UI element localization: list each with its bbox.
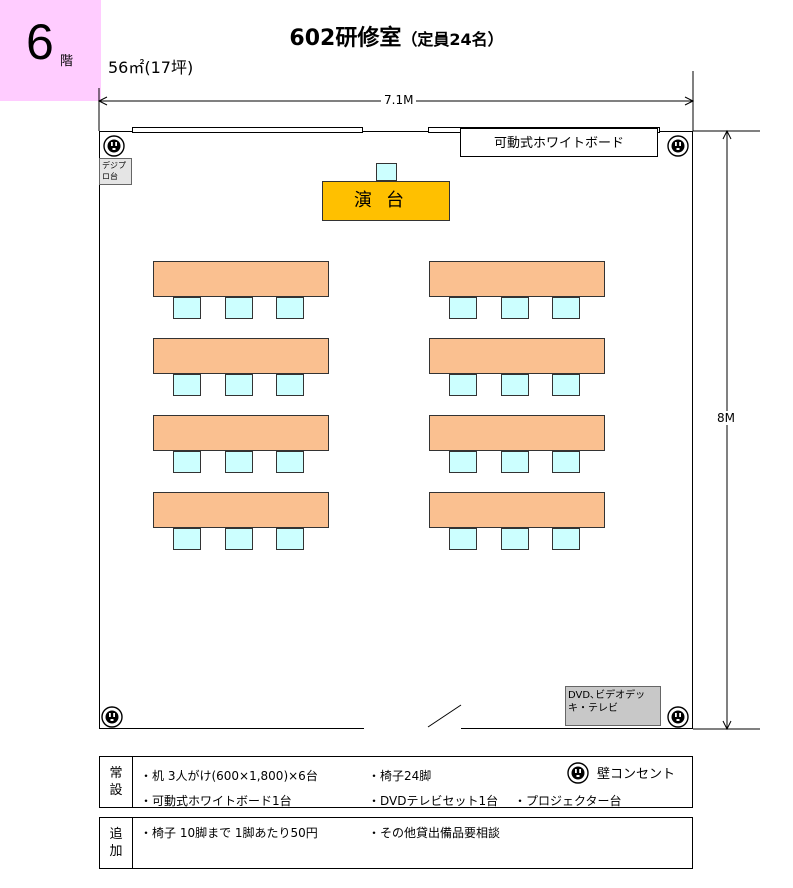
desk	[153, 415, 329, 451]
standard-item: ・プロジェクター台	[514, 794, 622, 808]
desk	[153, 261, 329, 297]
desk	[429, 261, 605, 297]
chair	[276, 297, 304, 319]
chair	[552, 451, 580, 473]
chair	[449, 297, 477, 319]
podium: 演台	[322, 181, 450, 221]
desk	[429, 338, 605, 374]
room-outline	[99, 131, 693, 729]
digital-projector-stand: デジプロ台	[99, 158, 132, 185]
outlet-legend-label: 壁コンセント	[597, 767, 676, 782]
standard-equipment-table: 常設 ・机 3人がけ(600×1,800)×6台 ・椅子24脚 ・可動式ホワイト…	[99, 756, 693, 808]
room-area: 56㎡(17坪)	[108, 58, 194, 77]
standard-item: ・DVDテレビセット1台	[368, 794, 499, 808]
whiteboard: 可動式ホワイトボード	[460, 128, 658, 157]
chair	[449, 528, 477, 550]
wall-outlet-icon	[103, 135, 125, 157]
desk	[153, 492, 329, 528]
chair	[501, 451, 529, 473]
width-label: 7.1M	[381, 93, 417, 107]
standard-item: ・机 3人がけ(600×1,800)×6台	[140, 769, 318, 783]
room-capacity: （定員24名）	[401, 30, 504, 49]
chair	[173, 374, 201, 396]
chair	[449, 374, 477, 396]
chair	[276, 374, 304, 396]
room-name: 602研修室	[289, 26, 402, 51]
additional-equipment-table: 追加 ・椅子 10脚まで 1脚あたり50円 ・その他貸出備品要相談	[99, 817, 693, 869]
chair	[501, 374, 529, 396]
floor-badge: 6 階	[0, 0, 101, 101]
desk	[429, 492, 605, 528]
wall-outlet-icon	[667, 135, 689, 157]
chair	[173, 297, 201, 319]
additional-header: 追加	[100, 818, 133, 868]
page-title: 602研修室（定員24名）	[0, 20, 793, 52]
height-label: 8M	[714, 411, 738, 425]
standard-header-text: 常設	[109, 766, 123, 798]
podium-chair	[376, 163, 397, 181]
chair	[225, 374, 253, 396]
desk	[429, 415, 605, 451]
additional-item: ・椅子 10脚まで 1脚あたり50円	[140, 826, 318, 840]
desk	[153, 338, 329, 374]
wall-outlet-icon	[667, 706, 689, 728]
chair	[173, 528, 201, 550]
chair	[276, 528, 304, 550]
chair	[552, 374, 580, 396]
chair	[552, 297, 580, 319]
chair	[552, 528, 580, 550]
additional-header-text: 追加	[109, 827, 123, 859]
standard-header: 常設	[100, 757, 133, 807]
additional-item: ・その他貸出備品要相談	[368, 826, 501, 840]
chair	[276, 451, 304, 473]
bottom-wall-left	[99, 728, 364, 729]
standard-item: ・可動式ホワイトボード1台	[140, 794, 292, 808]
wall-outlet-icon	[567, 762, 589, 784]
standard-item: ・椅子24脚	[368, 769, 432, 783]
chair	[501, 297, 529, 319]
floor-number: 6	[26, 14, 54, 70]
window-left	[132, 127, 363, 133]
chair	[449, 451, 477, 473]
chair	[225, 528, 253, 550]
bottom-wall-right	[461, 728, 693, 729]
floor-suffix: 階	[60, 54, 74, 69]
chair	[225, 297, 253, 319]
chair	[225, 451, 253, 473]
chair	[173, 451, 201, 473]
chair	[501, 528, 529, 550]
av-equipment: DVD､ビデオデッキ・テレビ	[565, 686, 661, 726]
wall-outlet-icon	[101, 706, 123, 728]
